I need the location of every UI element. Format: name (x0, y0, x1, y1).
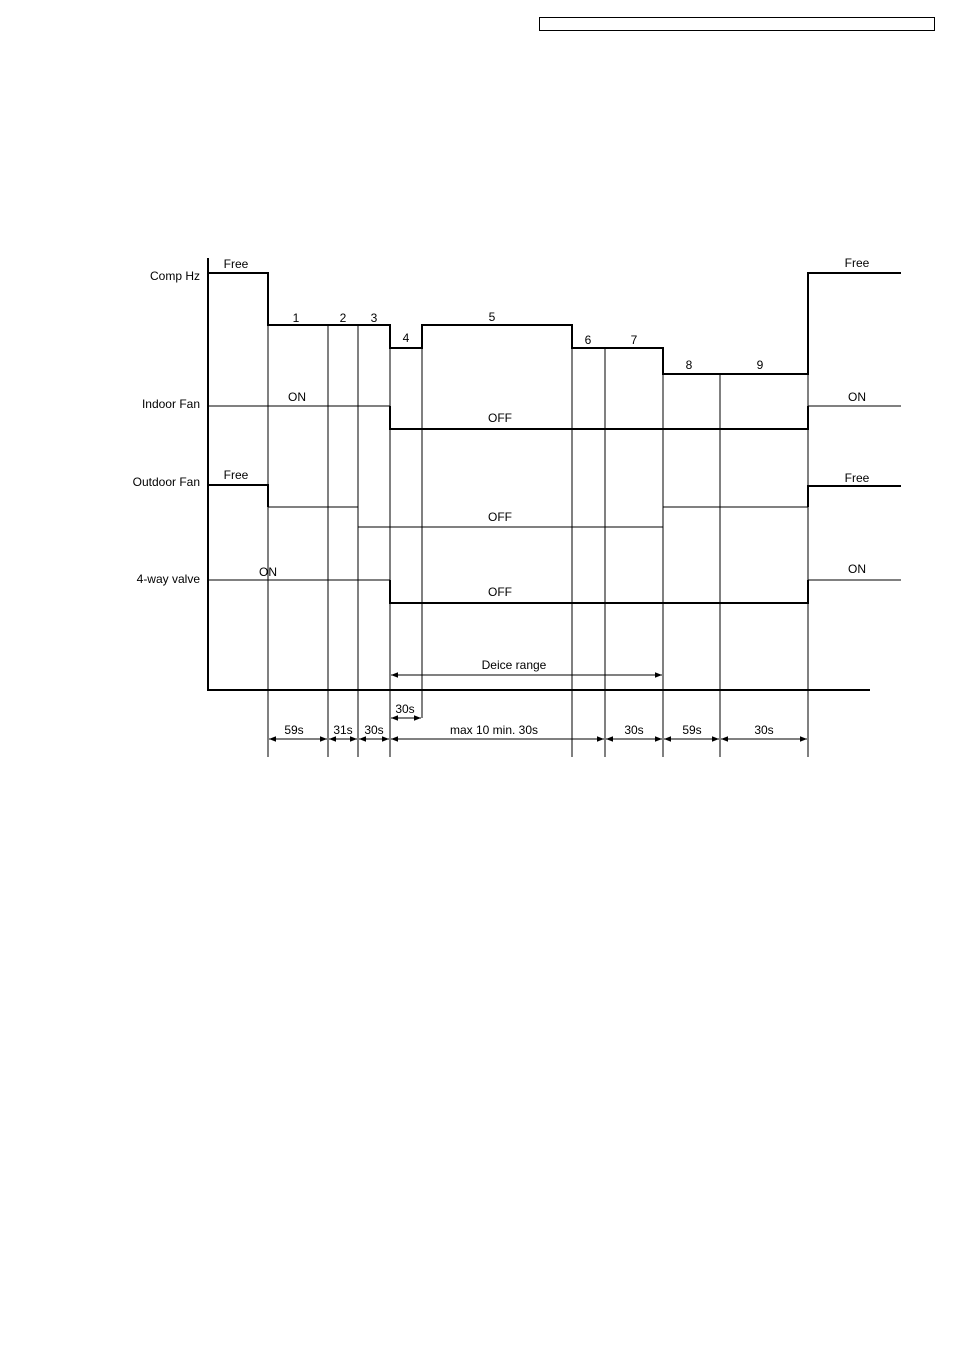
indoor-fan-off-waveform (390, 406, 808, 429)
duration-30s-b: 30s (624, 723, 643, 737)
state-outdoor-off: OFF (488, 510, 512, 524)
step-4: 4 (403, 331, 410, 345)
duration-59s-a: 59s (284, 723, 303, 737)
duration-59s-b: 59s (682, 723, 701, 737)
duration-30s-c: 30s (754, 723, 773, 737)
label-comp-hz: Comp Hz (150, 269, 200, 283)
duration-31s: 31s (333, 723, 352, 737)
step-6: 6 (585, 333, 592, 347)
state-valve-off: OFF (488, 585, 512, 599)
duration-step4-label: 30s (395, 702, 414, 716)
step-8: 8 (686, 358, 693, 372)
step-2: 2 (340, 311, 347, 325)
label-four-way-valve: 4-way valve (137, 572, 201, 586)
label-outdoor-fan: Outdoor Fan (133, 475, 200, 489)
state-comp-free-right: Free (845, 256, 870, 270)
state-comp-free-left: Free (224, 257, 249, 271)
state-indoor-on-left: ON (288, 390, 306, 404)
valve-off-waveform (390, 580, 808, 603)
step-5: 5 (489, 310, 496, 324)
step-9: 9 (757, 358, 764, 372)
step-3: 3 (371, 311, 378, 325)
state-valve-on-right: ON (848, 562, 866, 576)
step-1: 1 (293, 311, 300, 325)
state-valve-on-left: ON (259, 565, 277, 579)
duration-30s-a: 30s (364, 723, 383, 737)
time-guides (268, 273, 808, 757)
outdoor-fan-waveform-free-right (808, 486, 901, 507)
label-indoor-fan: Indoor Fan (142, 397, 200, 411)
state-outdoor-free-right: Free (845, 471, 870, 485)
comp-hz-waveform (208, 273, 901, 374)
state-outdoor-free-left: Free (224, 468, 249, 482)
duration-max: max 10 min. 30s (450, 723, 538, 737)
step-7: 7 (631, 333, 638, 347)
deice-range-label: Deice range (482, 658, 547, 672)
axes (207, 258, 870, 690)
state-indoor-on-right: ON (848, 390, 866, 404)
outdoor-fan-waveform-free (208, 485, 268, 507)
state-indoor-off: OFF (488, 411, 512, 425)
outdoor-fan-waveform (268, 507, 808, 527)
